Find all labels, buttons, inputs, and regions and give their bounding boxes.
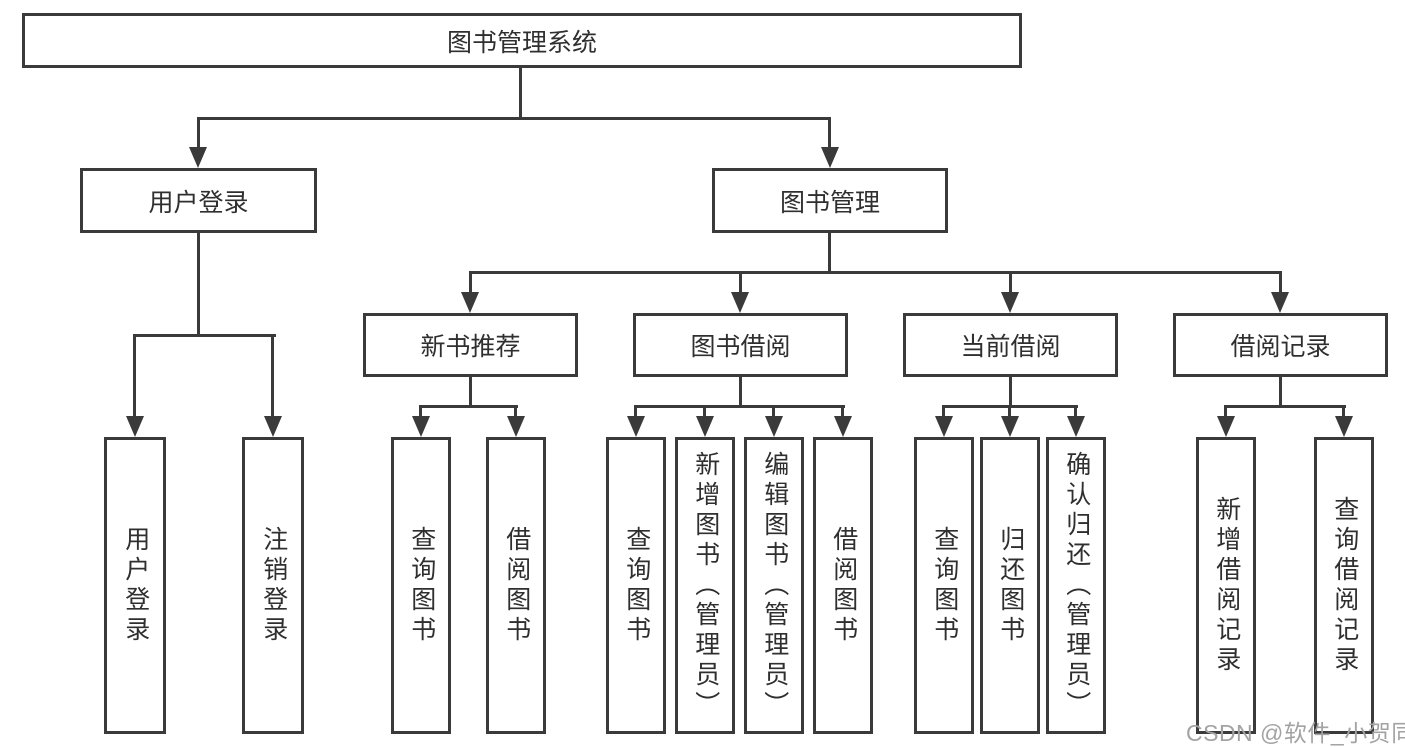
connector-current-borrow-branch: [942, 405, 1078, 408]
node-root: 图书管理系统: [22, 13, 1022, 68]
connector-stem-cb-leaf-1: [942, 407, 945, 418]
connector-stem-bb-leaf-2: [703, 407, 706, 418]
leaf-new-books-query: 查询图书: [391, 437, 451, 734]
connector-stem-bb-leaf-1: [634, 407, 637, 418]
connector-stem-cb-leaf-2: [1008, 407, 1011, 418]
connector-user-branch-horizontal: [133, 334, 276, 337]
connector-current-borrow-down: [1009, 375, 1012, 407]
leaf-bb-query-label: 查询图书: [622, 525, 651, 646]
leaf-bb-borrow: 借阅图书: [813, 437, 873, 734]
node-current-borrow: 当前借阅: [903, 313, 1118, 377]
leaf-cb-query-label: 查询图书: [930, 525, 959, 646]
node-user-login-label: 用户登录: [148, 188, 249, 217]
arrowhead-bb-leaf-4: [834, 416, 852, 437]
leaf-bb-query: 查询图书: [606, 437, 666, 734]
connector-stem-leaf-logout: [271, 336, 274, 418]
node-new-books: 新书推荐: [363, 313, 578, 377]
connector-stem-bb-leaf-4: [841, 407, 844, 418]
arrowhead-cb-leaf-3: [1067, 416, 1085, 437]
connector-user-login-down: [197, 231, 200, 336]
connector-stem-nb-leaf-1: [419, 407, 422, 418]
arrowhead-current-borrow: [1001, 292, 1019, 313]
connector-stem-book-borrow: [739, 273, 742, 294]
leaf-user-login-label: 用户登录: [121, 525, 150, 646]
connector-stem-user-login: [197, 119, 200, 149]
leaf-cb-confirm-return-label: 确认归还（管理员）: [1062, 450, 1091, 721]
leaf-user-logout: 注销登录: [242, 437, 304, 734]
leaf-br-query-record: 查询借阅记录: [1314, 437, 1374, 734]
arrowhead-nb-leaf-2: [507, 416, 525, 437]
leaf-bb-add-label: 新增图书（管理员）: [691, 450, 720, 721]
arrowhead-cb-leaf-2: [1001, 416, 1019, 437]
leaf-new-books-borrow: 借阅图书: [486, 437, 546, 734]
node-current-borrow-label: 当前借阅: [960, 333, 1061, 361]
node-book-borrow: 图书借阅: [633, 313, 848, 377]
connector-level2-horizontal: [197, 117, 831, 120]
connector-stem-new-books: [469, 273, 472, 294]
leaf-cb-return: 归还图书: [980, 437, 1040, 734]
connector-stem-cb-leaf-3: [1074, 407, 1077, 418]
arrowhead-br-leaf-2: [1335, 416, 1353, 437]
arrowhead-bb-leaf-2: [696, 416, 714, 437]
arrowhead-leaf-login: [126, 416, 144, 437]
connector-stem-nb-leaf-2: [514, 407, 517, 418]
leaf-br-add-record-label: 新增借阅记录: [1212, 495, 1241, 676]
leaf-user-login: 用户登录: [104, 437, 166, 734]
connector-borrow-records-down: [1279, 375, 1282, 407]
node-root-label: 图书管理系统: [446, 28, 597, 57]
connector-book-mgmt-down: [828, 231, 831, 273]
arrowhead-bb-leaf-3: [765, 416, 783, 437]
arrowhead-leaf-logout: [264, 416, 282, 437]
connector-book-borrow-down: [739, 375, 742, 407]
connector-stem-current-borrow: [1009, 273, 1012, 294]
connector-new-books-branch: [419, 405, 518, 408]
leaf-new-books-borrow-label: 借阅图书: [502, 525, 531, 646]
connector-stem-br-leaf-1: [1224, 407, 1227, 418]
leaf-br-add-record: 新增借阅记录: [1196, 437, 1256, 734]
csdn-watermark: CSDN @软件_小贺同学: [1186, 720, 1405, 746]
leaf-br-query-record-label: 查询借阅记录: [1330, 495, 1359, 676]
leaf-bb-edit-label: 编辑图书（管理员）: [760, 450, 789, 721]
node-book-mgmt: 图书管理: [712, 168, 948, 233]
arrowhead-borrow-records: [1271, 292, 1289, 313]
arrowhead-br-leaf-1: [1217, 416, 1235, 437]
connector-level3-horizontal: [469, 271, 1282, 274]
leaf-bb-add: 新增图书（管理员）: [675, 437, 735, 734]
arrowhead-book-mgmt: [821, 147, 839, 168]
arrowhead-cb-leaf-1: [935, 416, 953, 437]
arrowhead-user-login: [189, 147, 207, 168]
connector-new-books-down: [469, 375, 472, 407]
leaf-bb-edit: 编辑图书（管理员）: [744, 437, 804, 734]
arrowhead-book-borrow: [731, 292, 749, 313]
connector-stem-br-leaf-2: [1342, 407, 1345, 418]
node-new-books-label: 新书推荐: [420, 333, 521, 361]
connector-stem-leaf-login: [133, 336, 136, 418]
connector-trunk: [519, 68, 522, 120]
leaf-cb-return-label: 归还图书: [996, 525, 1025, 646]
node-book-borrow-label: 图书借阅: [690, 333, 791, 361]
node-book-mgmt-label: 图书管理: [779, 188, 880, 217]
node-user-login: 用户登录: [80, 168, 317, 233]
connector-book-borrow-branch: [634, 405, 845, 408]
connector-stem-bb-leaf-3: [772, 407, 775, 418]
leaf-cb-confirm-return: 确认归还（管理员）: [1046, 437, 1106, 734]
node-borrow-records: 借阅记录: [1173, 313, 1388, 377]
arrowhead-nb-leaf-1: [412, 416, 430, 437]
connector-borrow-records-branch: [1224, 405, 1346, 408]
arrowhead-new-books: [461, 292, 479, 313]
leaf-new-books-query-label: 查询图书: [407, 525, 436, 646]
arrowhead-bb-leaf-1: [627, 416, 645, 437]
leaf-bb-borrow-label: 借阅图书: [829, 525, 858, 646]
connector-stem-book-mgmt: [828, 119, 831, 149]
leaf-user-logout-label: 注销登录: [259, 525, 288, 646]
connector-stem-borrow-records: [1279, 273, 1282, 294]
leaf-cb-query: 查询图书: [914, 437, 974, 734]
node-borrow-records-label: 借阅记录: [1230, 333, 1331, 361]
